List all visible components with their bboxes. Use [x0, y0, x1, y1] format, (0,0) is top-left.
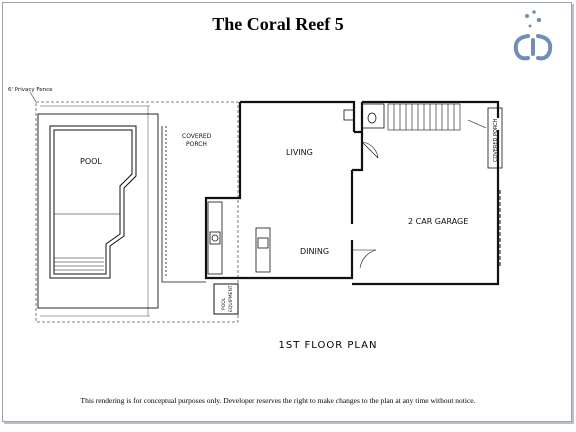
kitchen-counters — [207, 201, 271, 275]
pool-equipment-box — [213, 283, 239, 315]
living-label: LIVING — [286, 148, 313, 157]
pool-label: POOL — [80, 157, 102, 166]
covered-porch-label-2: PORCH — [186, 141, 207, 148]
pool-equipment-label-2: EQUIPMENT — [228, 285, 234, 312]
stairs — [387, 103, 461, 131]
privacy-fence-label: 6' Privacy Fence — [8, 87, 53, 93]
disclaimer: This rendering is for conceptual purpose… — [80, 396, 476, 405]
privacy-fence — [35, 101, 239, 323]
covered-porch-side-label: COVERED PORCH — [493, 118, 499, 162]
covered-porch-label-1: COVERED — [182, 133, 212, 140]
garage-label: 2 CAR GARAGE — [408, 217, 468, 226]
pool-deck — [37, 113, 159, 309]
dining-label: DINING — [300, 247, 329, 256]
pool-equipment-label-1: POOL — [221, 297, 227, 310]
half-bath — [343, 103, 385, 129]
plan-title: 1ST FLOOR PLAN — [278, 340, 378, 351]
page-frame — [2, 2, 572, 422]
pool-outline — [49, 125, 137, 279]
logo-icon — [513, 10, 553, 61]
page-title: The Coral Reef 5 — [212, 14, 344, 34]
